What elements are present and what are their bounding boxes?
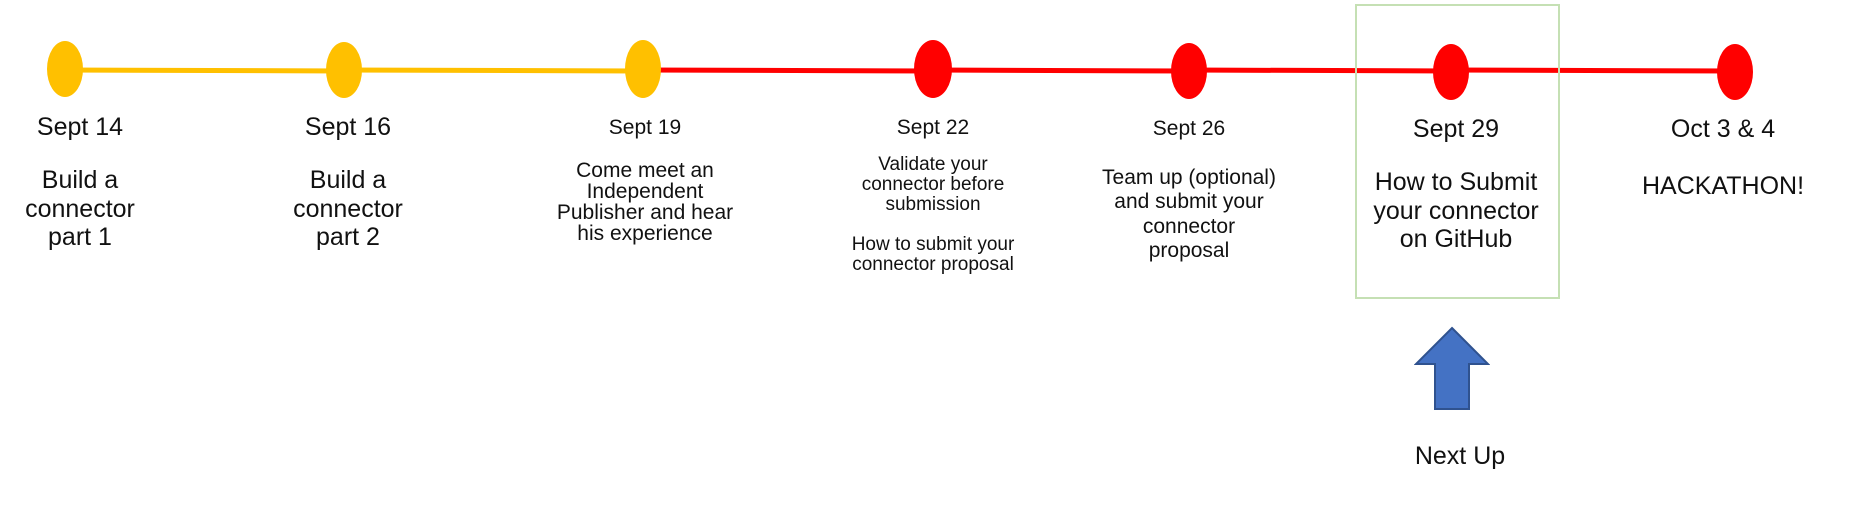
up-arrow-icon bbox=[1414, 326, 1490, 410]
timeline-marker-6 bbox=[1433, 44, 1469, 100]
timeline-marker-1 bbox=[47, 41, 83, 97]
timeline-event-3: Sept 19 Come meet an Independent Publishe… bbox=[530, 0, 760, 520]
next-event-highlight-box bbox=[1355, 4, 1560, 299]
event-description: Team up (optional) and submit your conne… bbox=[1102, 166, 1276, 263]
timeline-event-1: Sept 14 Build a connector part 1 bbox=[0, 0, 195, 520]
event-description: Come meet an Independent Publisher and h… bbox=[556, 159, 734, 245]
timeline-segment-6 bbox=[1450, 67, 1736, 74]
next-up-label: Next Up bbox=[1414, 442, 1506, 470]
timeline-event-7: Oct 3 & 4 HACKATHON! bbox=[1608, 0, 1838, 520]
timeline-segment-3 bbox=[642, 67, 934, 74]
timeline-marker-2 bbox=[326, 42, 362, 98]
timeline-segment-2 bbox=[343, 67, 644, 74]
timeline-event-4: Sept 22 Validate your connector before su… bbox=[818, 0, 1048, 520]
event-date: Sept 16 bbox=[304, 113, 392, 141]
event-date: Oct 3 & 4 bbox=[1670, 115, 1776, 143]
event-description: Build a connector part 2 bbox=[293, 166, 403, 251]
event-date: Sept 29 bbox=[1412, 115, 1500, 143]
timeline-segment-5 bbox=[1188, 67, 1452, 74]
timeline-event-2: Sept 16 Build a connector part 2 bbox=[233, 0, 463, 520]
event-description: Validate your connector before submissio… bbox=[851, 154, 1015, 275]
timeline-segment-1 bbox=[64, 67, 345, 74]
timeline-marker-3 bbox=[625, 40, 661, 98]
event-description: How to Submit your connector on GitHub bbox=[1373, 168, 1539, 253]
event-description: HACKATHON! bbox=[1641, 172, 1805, 200]
timeline-marker-4 bbox=[914, 40, 952, 98]
event-date: Sept 22 bbox=[896, 116, 970, 139]
event-description: Build a connector part 1 bbox=[25, 166, 135, 251]
timeline-segment-4 bbox=[932, 67, 1190, 74]
timeline-event-6: Sept 29 How to Submit your connector on G… bbox=[1341, 0, 1571, 520]
timeline-event-5: Sept 26 Team up (optional) and submit you… bbox=[1074, 0, 1304, 520]
event-date: Sept 14 bbox=[36, 113, 124, 141]
timeline-marker-5 bbox=[1171, 43, 1207, 99]
timeline-marker-7 bbox=[1717, 44, 1753, 100]
event-date: Sept 26 bbox=[1152, 117, 1226, 140]
event-date: Sept 19 bbox=[608, 116, 682, 139]
